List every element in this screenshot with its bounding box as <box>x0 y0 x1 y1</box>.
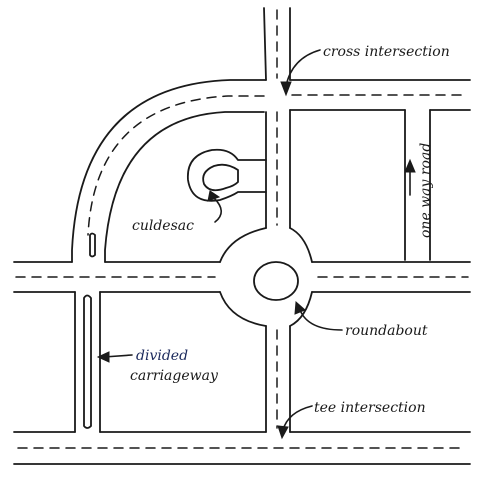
divided-carriageway-arrow <box>96 351 133 363</box>
central-road-lower <box>265 325 291 433</box>
tee-intersection-arrow <box>277 405 313 440</box>
main-horizontal-road <box>13 261 471 293</box>
label-cross-intersection: cross intersection <box>323 44 450 60</box>
cross-intersection-arrow <box>280 49 321 97</box>
divided-carriageway <box>74 291 101 433</box>
east-road-top <box>289 79 471 111</box>
culdesac-road <box>187 148 267 202</box>
label-carriageway: carriageway <box>130 368 219 384</box>
curved-road <box>71 79 267 263</box>
one-way-road <box>404 109 431 261</box>
roundabout-arrow <box>294 300 343 331</box>
label-tee-intersection: tee intersection <box>314 400 426 416</box>
label-roundabout: roundabout <box>345 323 428 339</box>
label-culdesac: culdesac <box>132 218 194 234</box>
culdesac-arrow <box>207 190 223 223</box>
label-divided: divided <box>136 348 188 364</box>
north-road <box>263 7 291 81</box>
central-road-upper <box>265 109 291 229</box>
one-way-arrow-icon <box>404 158 416 196</box>
label-one-way-road: one way road <box>418 143 434 238</box>
bottom-road <box>13 431 471 465</box>
roundabout-junction <box>219 227 313 327</box>
